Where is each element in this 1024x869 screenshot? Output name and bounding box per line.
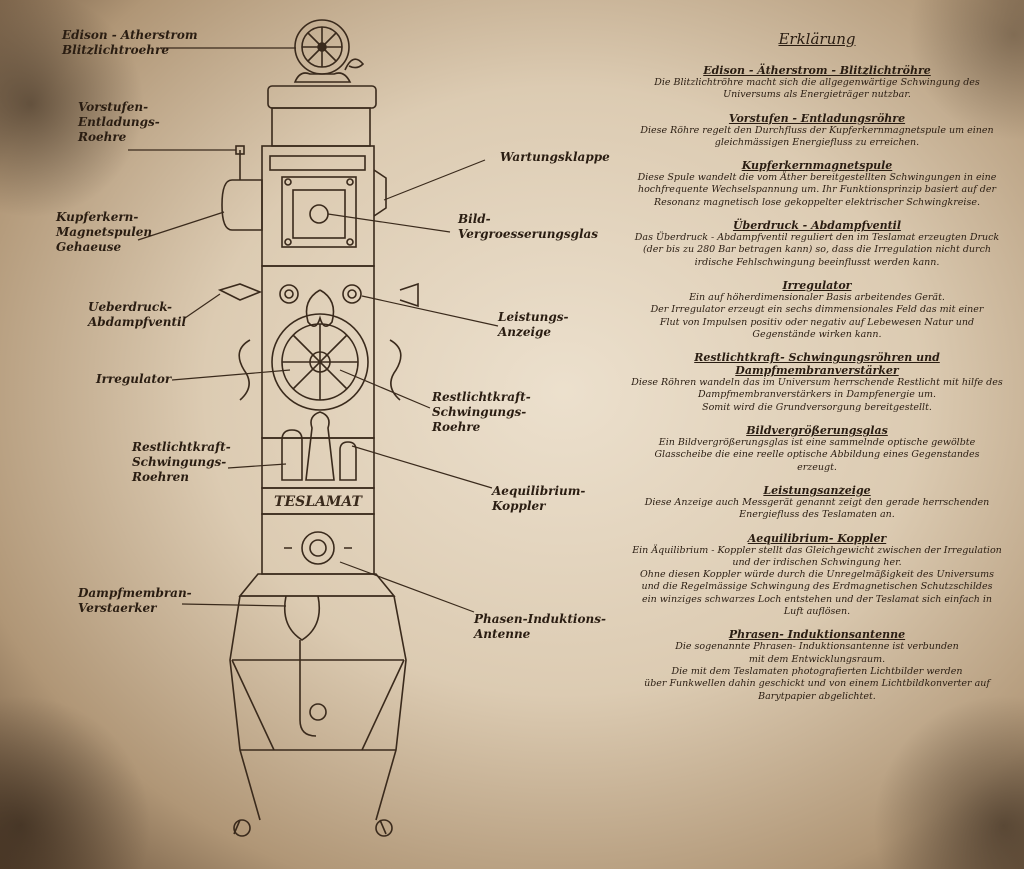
label-ueberdruck: Ueberdruck- Abdampfventil bbox=[88, 300, 187, 329]
label-restlicht-roehre: Restlichtkraft- Schwingungs- Roehre bbox=[432, 390, 531, 434]
legend-entry-text: Die Blitzlichtröhre macht sich die allge… bbox=[654, 77, 980, 101]
label-aequilibrium: Aequilibrium- Koppler bbox=[492, 484, 586, 513]
legend-entry: Kupferkernmagnetspule Diese Spule wandel… bbox=[622, 159, 1012, 209]
label-wartungsklappe: Wartungsklappe bbox=[500, 150, 610, 164]
label-leistung: Leistungs- Anzeige bbox=[498, 310, 569, 339]
legend-entry-text: Ein Äquilibrium - Koppler stellt das Gle… bbox=[632, 544, 1002, 618]
legend-entry-title: Bildvergrößerungsglas bbox=[746, 424, 888, 438]
label-kupferkern: Kupferkern- Magnetspulen Gehaeuse bbox=[56, 210, 153, 254]
label-restlicht-roehren: Restlichtkraft- Schwingungs- Roehren bbox=[132, 440, 231, 484]
legend-entry-title: Vorstufen - Entladungsröhre bbox=[728, 111, 906, 125]
legend-entry-title: Aequilibrium- Koppler bbox=[747, 531, 887, 545]
legend-entry-title: Edison - Ätherstrom - Blitzlichtröhre bbox=[703, 64, 931, 77]
legend-entry-title: Kupferkernmagnetspule bbox=[741, 159, 893, 173]
blitzlicht-wheel bbox=[293, 19, 365, 83]
legend-entry: Irregulator Ein auf höherdimensionaler B… bbox=[622, 279, 1012, 341]
legend-entry-text: Ein auf höherdimensionaler Basis arbeite… bbox=[650, 291, 984, 340]
legend-entry-text: Die sogenannte Phrasen- Induktionsantenn… bbox=[644, 641, 990, 702]
legend-entry-text: Diese Spule wandelt die vom Äther bereit… bbox=[637, 172, 997, 208]
legend-entry: Überdruck - Abdampfventil Das Überdruck … bbox=[622, 219, 1012, 269]
label-edison-tube: Edison - Atherstrom Blitzlichtroehre bbox=[62, 28, 198, 57]
legend-entry-text: Das Überdruck - Abdampfventil reguliert … bbox=[634, 232, 1000, 268]
legend-entry-title: Phrasen- Induktionsantenne bbox=[728, 628, 906, 642]
legend-entry: Edison - Ätherstrom - Blitzlichtröhre Di… bbox=[622, 64, 1012, 102]
legend-entry: Restlichtkraft- Schwingungsröhren und Da… bbox=[622, 351, 1012, 414]
legend-entry: Aequilibrium- Koppler Ein Äquilibrium - … bbox=[622, 532, 1012, 619]
legend-entry: Bildvergrößerungsglas Ein Bildvergrößeru… bbox=[622, 424, 1012, 474]
legend-panel: Erklärung Edison - Ätherstrom - Blitzlic… bbox=[622, 30, 1012, 713]
legend-entry-title: Irregulator bbox=[782, 278, 852, 292]
device-nameplate: TESLAMAT bbox=[274, 494, 363, 510]
label-dampfmembran: Dampfmembran- Verstaerker bbox=[78, 586, 192, 615]
legend-entry-title: Überdruck - Abdampfventil bbox=[732, 219, 902, 233]
legend-entry-text: Ein Bildvergrößerungsglas ist eine samme… bbox=[654, 437, 980, 473]
legend-entry-title: Restlichtkraft- Schwingungsröhren und Da… bbox=[694, 351, 940, 378]
legend-entry-text: Diese Röhren wandeln das im Universum he… bbox=[631, 377, 1003, 413]
label-irregulator: Irregulator bbox=[96, 372, 172, 386]
legend-entry: Phrasen- Induktionsantenne Die sogenannt… bbox=[622, 628, 1012, 702]
label-phasen-antenne: Phasen-Induktions- Antenne bbox=[474, 612, 606, 641]
label-vorstufen-tube: Vorstufen- Entladungs- Roehre bbox=[78, 100, 160, 144]
legend-entry-text: Diese Röhre regelt den Durchfluss der Ku… bbox=[640, 124, 994, 148]
legend-entry: Leistungsanzeige Diese Anzeige auch Mess… bbox=[622, 484, 1012, 522]
label-bild-glas: Bild- Vergroesserungsglas bbox=[458, 212, 599, 241]
legend-entry: Vorstufen - Entladungsröhre Diese Röhre … bbox=[622, 112, 1012, 150]
legend-entry-title: Leistungsanzeige bbox=[763, 483, 871, 497]
legend-entry-text: Diese Anzeige auch Messgerät genannt zei… bbox=[644, 496, 990, 521]
legend-heading: Erklärung bbox=[778, 30, 856, 48]
